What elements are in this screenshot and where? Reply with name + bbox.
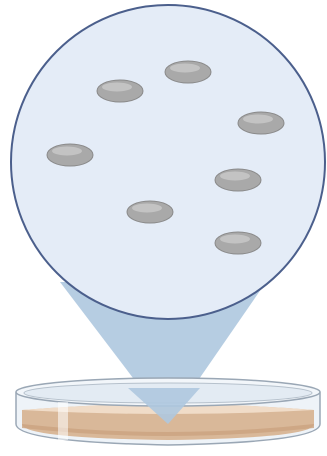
colony-icon bbox=[215, 232, 261, 254]
colony-icon bbox=[165, 61, 211, 83]
petri-dish-icon bbox=[16, 378, 320, 445]
dish-highlight bbox=[58, 402, 68, 440]
colony-icon bbox=[238, 112, 284, 134]
colony-icon bbox=[47, 144, 93, 166]
colony-icon bbox=[127, 201, 173, 223]
magnified-view-circle bbox=[11, 5, 325, 319]
colony-icon bbox=[97, 80, 143, 102]
colony-icon bbox=[215, 169, 261, 191]
